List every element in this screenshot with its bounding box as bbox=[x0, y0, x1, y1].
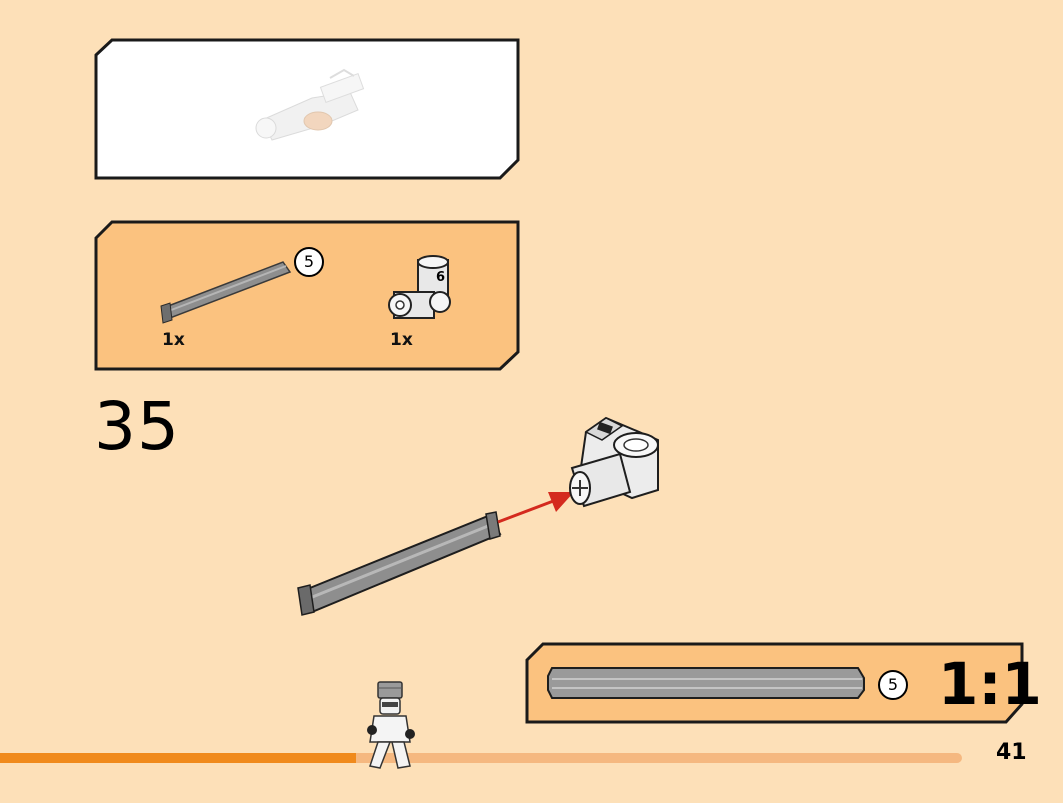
axle-length-badge: 5 bbox=[294, 247, 324, 277]
assembly-axle bbox=[297, 511, 502, 616]
minifigure-mascot-icon bbox=[367, 681, 415, 769]
progress-bar bbox=[0, 753, 962, 763]
scale-label: 1:1 bbox=[938, 650, 1042, 718]
progress-done bbox=[0, 753, 356, 763]
connector-number-label: 6 bbox=[436, 270, 446, 285]
insertion-arrow bbox=[497, 492, 574, 524]
page-number: 41 bbox=[996, 740, 1027, 765]
step-number: 35 bbox=[94, 388, 180, 465]
connector-quantity: 1x bbox=[390, 330, 413, 350]
submodel-preview-image bbox=[255, 68, 365, 141]
assembly-connector bbox=[569, 416, 659, 508]
parts-list-connector-image bbox=[388, 255, 451, 319]
progress-remaining bbox=[0, 753, 962, 763]
scale-length-badge: 5 bbox=[878, 670, 908, 700]
scale-axle-image bbox=[547, 667, 865, 699]
parts-list-axle-image bbox=[160, 261, 292, 324]
axle-quantity: 1x bbox=[162, 330, 185, 350]
